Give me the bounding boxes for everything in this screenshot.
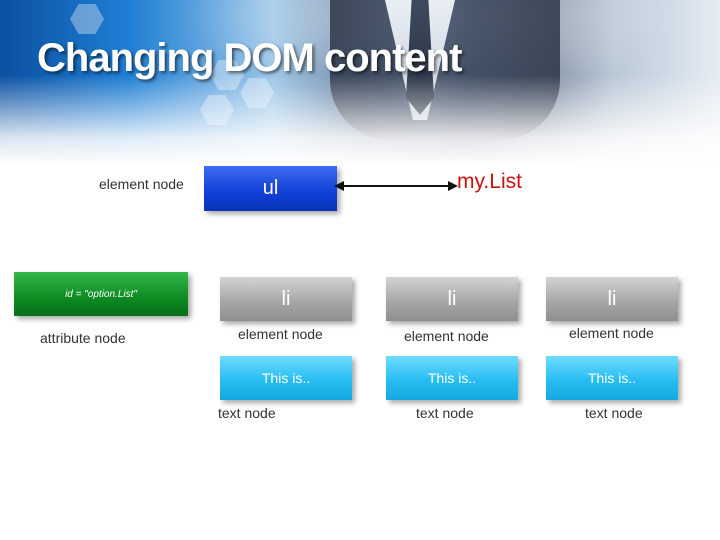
element-node-label: element node <box>569 325 654 341</box>
element-node-label: element node <box>238 326 323 342</box>
attribute-node-label: attribute node <box>40 330 126 346</box>
attribute-node-box: id = "option.List" <box>14 272 188 316</box>
ul-node-text: ul <box>262 177 279 199</box>
bidirectional-arrow-icon <box>334 181 458 191</box>
element-node-label: element node <box>404 328 489 344</box>
text-node-box: This is.. <box>386 356 518 400</box>
text-node-box: This is.. <box>220 356 352 400</box>
hexagon-icon <box>70 4 104 34</box>
text-node-label: text node <box>218 405 276 421</box>
text-node-text: This is.. <box>587 370 637 386</box>
li-node-box: li <box>220 277 352 321</box>
my-list-label: my.List <box>457 170 522 193</box>
text-node-text: This is.. <box>261 370 311 386</box>
element-node-label: element node <box>99 176 184 192</box>
text-node-box: This is.. <box>546 356 678 400</box>
li-node-text: li <box>607 287 617 310</box>
li-node-text: li <box>447 287 457 310</box>
text-node-text: This is.. <box>427 370 477 386</box>
text-node-label: text node <box>585 405 643 421</box>
hexagon-icon <box>200 95 234 125</box>
slide-title: Changing DOM content <box>37 36 462 80</box>
attribute-node-text: id = "option.List" <box>65 288 137 300</box>
li-node-text: li <box>281 287 291 310</box>
text-node-label: text node <box>416 405 474 421</box>
header-banner-image <box>0 0 720 165</box>
li-node-box: li <box>386 277 518 321</box>
hexagon-icon <box>240 78 274 108</box>
ul-node-box: ul <box>204 166 337 211</box>
li-node-box: li <box>546 277 678 321</box>
